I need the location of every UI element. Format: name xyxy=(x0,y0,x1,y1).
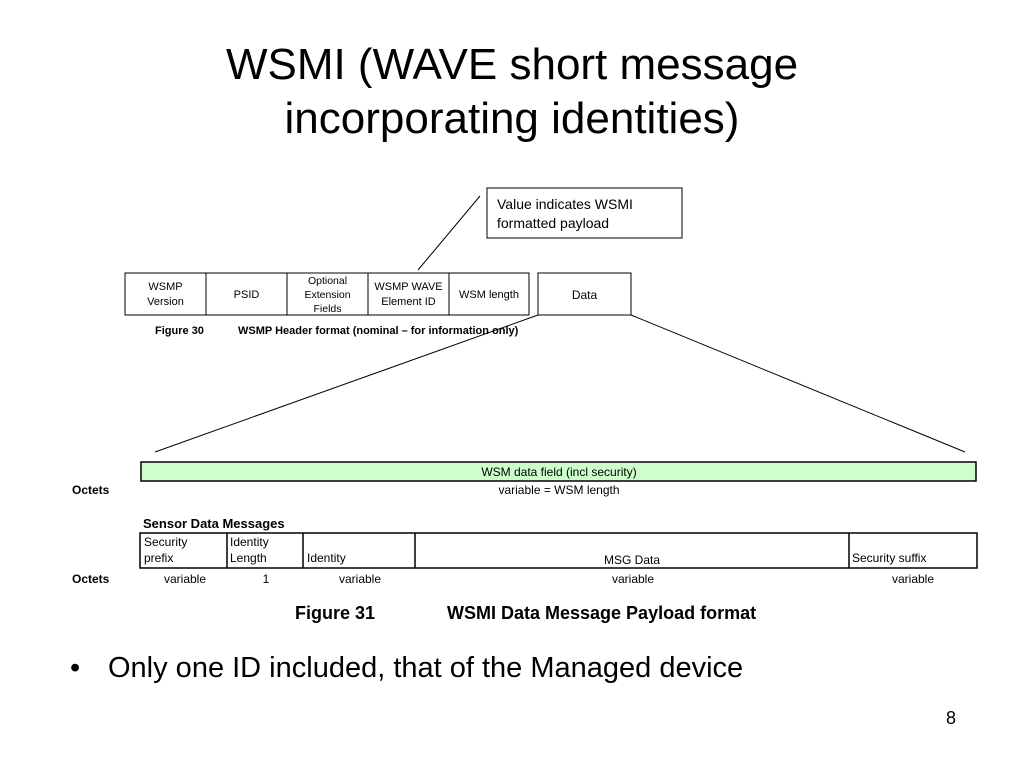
field-wsmp-version xyxy=(124,272,207,316)
bullet-item: • Only one ID included, that of the Manag… xyxy=(70,652,743,685)
slide-title: WSMI (WAVE short message incorporating i… xyxy=(0,38,1024,146)
slide-title-line-2: incorporating identities) xyxy=(284,94,740,143)
wsmp-header-fields: WSMP Version PSID Optional Extension Fie… xyxy=(124,272,632,316)
field-security-prefix-line-1: Security xyxy=(144,535,187,549)
field-psid-label: PSID xyxy=(234,289,260,301)
wsm-data-field-label: WSM data field (incl security) xyxy=(481,465,636,479)
expand-line-left xyxy=(154,314,539,453)
callout-line-2: formatted payload xyxy=(497,215,609,231)
field-optional-extension-line-2: Extension xyxy=(304,289,350,301)
octets-label-top: Octets xyxy=(72,483,110,497)
sensor-data-messages-title: Sensor Data Messages xyxy=(143,516,285,531)
field-optional-extension-fields xyxy=(286,272,369,316)
octet-value-security-suffix: variable xyxy=(892,572,934,586)
slide-title-line-1: WSMI (WAVE short message xyxy=(225,40,799,89)
octet-value-msg-data: variable xyxy=(612,572,654,586)
bullet-dot-icon: • xyxy=(70,652,81,684)
octet-value-identity: variable xyxy=(339,572,381,586)
field-msg-data-label: MSG Data xyxy=(604,553,660,567)
sensor-data-fields: Security prefix Identity Length Identity… xyxy=(139,532,978,569)
field-optional-extension-line-3: Fields xyxy=(313,303,341,315)
octet-value-identity-length: 1 xyxy=(263,572,270,586)
expand-line-right xyxy=(630,314,966,453)
field-psid xyxy=(205,272,288,316)
field-identity-length-line-1: Identity xyxy=(230,535,269,549)
field-identity-label: Identity xyxy=(307,551,346,565)
field-security-prefix-line-2: prefix xyxy=(144,551,173,565)
field-wsm-length xyxy=(448,272,530,316)
octets-label-bottom: Octets xyxy=(72,572,110,586)
field-wsmp-wave-element-id xyxy=(367,272,450,316)
field-identity-length-line-2: Length xyxy=(230,551,267,565)
octets-top-value: variable = WSM length xyxy=(498,483,619,497)
field-wsm-length-label: WSM length xyxy=(459,289,519,301)
bullet-text: Only one ID included, that of the Manage… xyxy=(108,652,744,684)
field-security-suffix-label: Security suffix xyxy=(852,551,926,565)
octet-value-security-prefix: variable xyxy=(164,572,206,586)
field-wsmp-version-line-1: WSMP xyxy=(148,281,182,293)
callout-line-1: Value indicates WSMI xyxy=(497,196,633,212)
field-wsmp-wave-element-id-line-2: Element ID xyxy=(381,296,435,308)
page-number: 8 xyxy=(946,708,957,728)
figure30-caption-number: Figure 30 xyxy=(155,325,204,337)
figure30-caption-text: WSMP Header format (nominal – for inform… xyxy=(238,325,519,337)
field-wsmp-wave-element-id-line-1: WSMP WAVE xyxy=(374,281,442,293)
figure31-caption-number: Figure 31 xyxy=(295,603,375,623)
wsm-data-field xyxy=(140,461,977,482)
field-data-label: Data xyxy=(572,288,598,302)
callout-box: Value indicates WSMI formatted payload xyxy=(486,187,683,239)
figure31-caption-text: WSMI Data Message Payload format xyxy=(447,603,756,623)
callout-leader-line xyxy=(417,195,481,271)
field-optional-extension-line-1: Optional xyxy=(308,275,347,287)
field-wsmp-version-line-2: Version xyxy=(147,296,184,308)
field-data xyxy=(537,272,632,316)
